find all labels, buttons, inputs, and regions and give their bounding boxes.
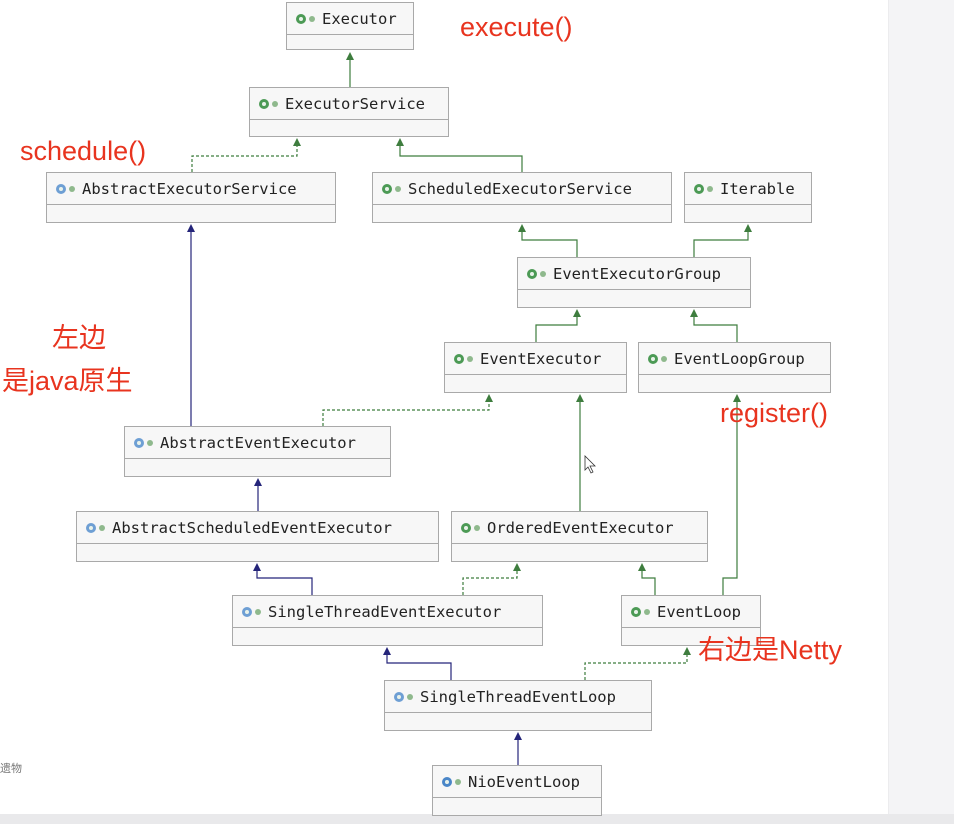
visibility-icon [707, 185, 713, 192]
node-executor[interactable]: Executor [286, 2, 414, 50]
node-executor-service[interactable]: ExecutorService [249, 87, 449, 137]
mouse-cursor-icon [584, 455, 596, 474]
node-label: ExecutorService [285, 94, 425, 113]
edge-abstract-event-executor-to-event-executor [322, 394, 493, 426]
side-panel [888, 0, 954, 824]
interface-icon [648, 353, 658, 364]
abstract-class-icon [134, 437, 144, 448]
visibility-icon [395, 185, 401, 192]
visibility-icon [255, 608, 261, 615]
interface-icon [296, 13, 306, 24]
edge-single-thread-event-loop-to-event-loop [584, 647, 691, 680]
edge-event-loop-group-to-event-executor-group [690, 309, 738, 342]
annotation-register: register() [720, 398, 829, 428]
node-event-loop-group[interactable]: EventLoopGroup [638, 342, 831, 393]
edge-abstract-executor-service-to-executor-service [191, 138, 301, 172]
annotation-execute: execute() [460, 12, 573, 42]
node-iterable[interactable]: Iterable [684, 172, 812, 223]
edge-event-executor-group-to-iterable [693, 224, 752, 257]
node-event-executor[interactable]: EventExecutor [444, 342, 627, 393]
visibility-icon [474, 524, 480, 531]
interface-icon [461, 522, 471, 533]
visibility-icon [467, 355, 473, 362]
node-event-executor-group[interactable]: EventExecutorGroup [517, 257, 751, 308]
node-event-loop[interactable]: EventLoop [621, 595, 761, 646]
node-label: EventExecutor [480, 349, 602, 368]
node-single-thread-event-loop[interactable]: SingleThreadEventLoop [384, 680, 652, 731]
interface-icon [382, 183, 392, 194]
visibility-icon [309, 15, 315, 22]
interface-icon [527, 268, 537, 279]
edge-event-executor-to-event-executor-group [535, 309, 581, 342]
annotation-schedule: schedule() [20, 136, 147, 166]
node-label: OrderedEventExecutor [487, 518, 674, 537]
visibility-icon [644, 608, 650, 615]
visibility-icon [540, 270, 546, 277]
node-label: ScheduledExecutorService [408, 179, 632, 198]
node-label: SingleThreadEventExecutor [268, 602, 502, 621]
edge-single-thread-event-loop-to-single-thread-event-executor [383, 647, 452, 680]
edge-scheduled-executor-service-to-executor-service [396, 138, 523, 172]
abstract-class-icon [242, 606, 252, 617]
node-label: AbstractScheduledEventExecutor [112, 518, 392, 537]
edge-event-executor-group-to-scheduled-executor-service [518, 224, 578, 257]
node-abstract-event-executor[interactable]: AbstractEventExecutor [124, 426, 391, 477]
node-label: AbstractExecutorService [82, 179, 297, 198]
side-fragment-text: 遗物 [0, 762, 22, 775]
edge-event-loop-to-ordered-event-executor [638, 563, 656, 595]
node-label: Iterable [720, 179, 795, 198]
abstract-class-icon [394, 691, 404, 702]
visibility-icon [455, 778, 461, 785]
node-abstract-executor-service[interactable]: AbstractExecutorService [46, 172, 336, 223]
annotation-left-line2: 是java原生 [2, 366, 133, 396]
node-abstract-scheduled-event-executor[interactable]: AbstractScheduledEventExecutor [76, 511, 439, 562]
node-label: SingleThreadEventLoop [420, 687, 616, 706]
visibility-icon [407, 693, 413, 700]
node-label: EventExecutorGroup [553, 264, 721, 283]
interface-icon [694, 183, 704, 194]
visibility-icon [147, 439, 153, 446]
abstract-class-icon [56, 183, 66, 194]
visibility-icon [99, 524, 105, 531]
node-label: AbstractEventExecutor [160, 433, 356, 452]
node-label: NioEventLoop [468, 772, 580, 791]
node-label: EventLoopGroup [674, 349, 805, 368]
interface-icon [259, 98, 269, 109]
node-nio-event-loop[interactable]: NioEventLoop [432, 765, 602, 816]
abstract-class-icon [86, 522, 96, 533]
node-label: EventLoop [657, 602, 741, 621]
visibility-icon [272, 100, 278, 107]
node-label: Executor [322, 9, 397, 28]
interface-icon [631, 606, 641, 617]
node-scheduled-executor-service[interactable]: ScheduledExecutorService [372, 172, 672, 223]
edge-event-loop-to-event-loop-group [722, 394, 741, 595]
interface-icon [454, 353, 464, 364]
node-ordered-event-executor[interactable]: OrderedEventExecutor [451, 511, 708, 562]
bottom-scrollbar[interactable] [0, 814, 954, 824]
visibility-icon [661, 355, 667, 362]
class-icon [442, 776, 452, 787]
node-single-thread-event-executor[interactable]: SingleThreadEventExecutor [232, 595, 543, 646]
visibility-icon [69, 185, 75, 192]
annotation-right-note: 右边是Netty [698, 635, 843, 665]
edge-single-thread-event-executor-to-ordered-event-executor [462, 563, 521, 595]
annotation-left-line1: 左边 [52, 323, 106, 353]
edge-single-thread-event-executor-to-abstract-scheduled-event-executor [253, 563, 313, 595]
